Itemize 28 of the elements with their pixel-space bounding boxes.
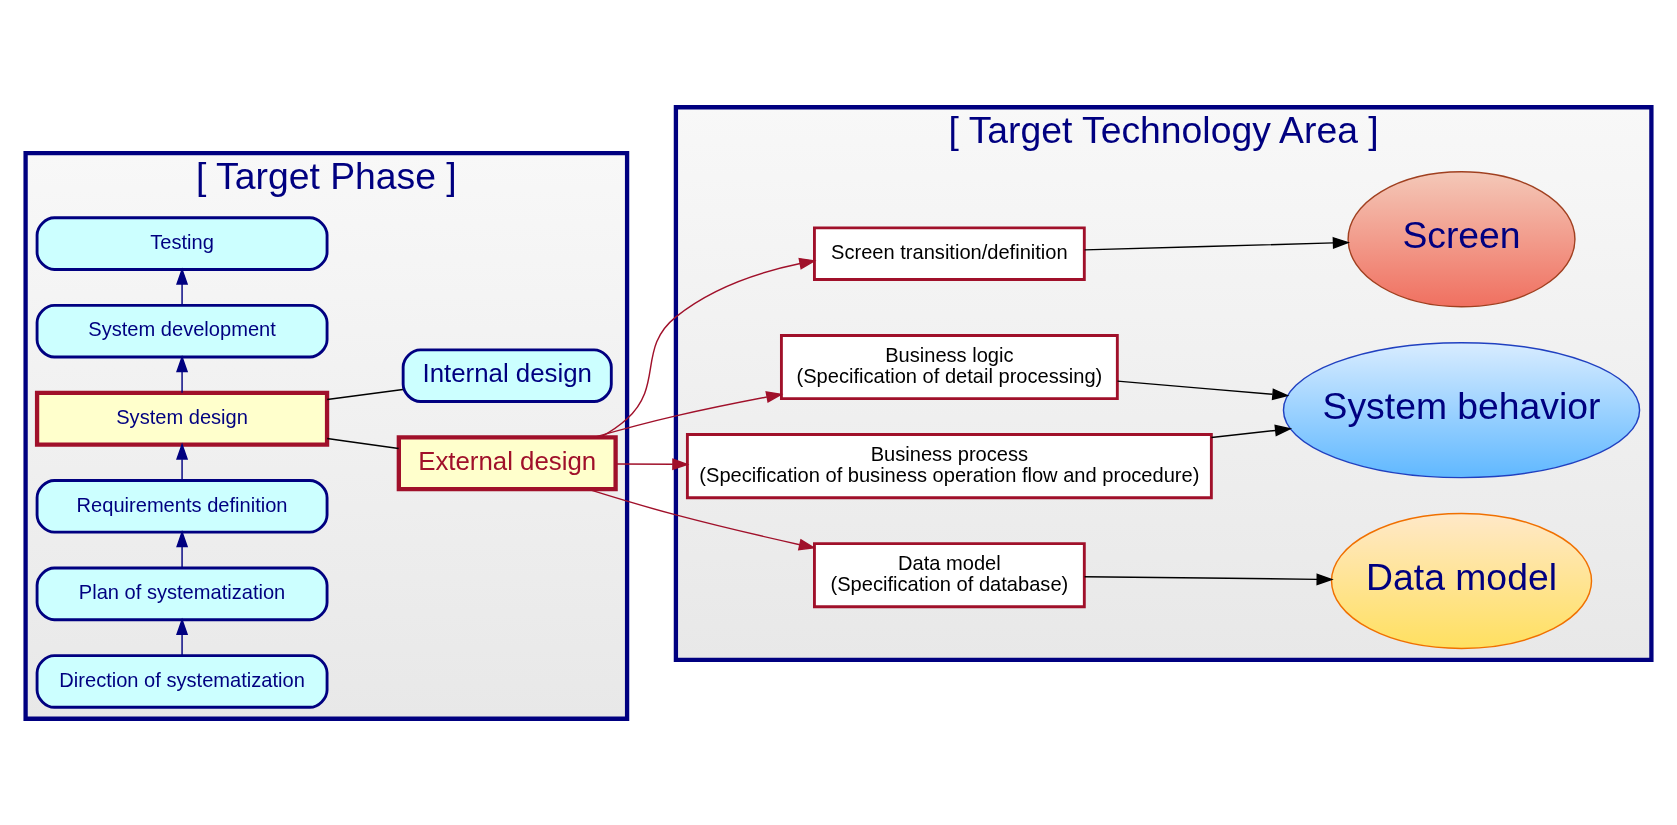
node-box: Testing: [35, 215, 329, 271]
node-ellipse: Screen: [1347, 170, 1576, 307]
arrow: [599, 257, 817, 438]
node-box: System design: [34, 390, 330, 447]
arrow: [1083, 572, 1334, 585]
node-ellipse: System behavior: [1282, 341, 1641, 478]
node-box: Plan of systematization: [35, 566, 329, 621]
node-box: External design: [396, 434, 618, 491]
connector: [326, 437, 400, 449]
arrow: [176, 529, 189, 569]
arrow: [1210, 423, 1293, 438]
arrow: [176, 617, 189, 656]
arrow: [176, 354, 189, 393]
arrow: [615, 457, 690, 470]
arrow: [1083, 236, 1351, 251]
node-box: Business logic (Specification of detail processing): [780, 333, 1119, 400]
node-box: Internal design: [401, 347, 613, 403]
arrow: [176, 442, 189, 481]
arrow: [1116, 379, 1290, 400]
node-box: Screen transition/definition: [813, 225, 1086, 281]
node-box: Direction of systematization: [35, 653, 329, 709]
node-box: Business process (Specification of business operation flow and procedure): [685, 432, 1213, 499]
node-ellipse: Data model: [1330, 512, 1593, 649]
node-box: Requirements definition: [35, 478, 329, 534]
arrow: [176, 266, 189, 306]
node-box: Data model (Specification of database): [813, 541, 1086, 608]
connector: [326, 388, 404, 400]
node-box: System development: [35, 303, 329, 358]
